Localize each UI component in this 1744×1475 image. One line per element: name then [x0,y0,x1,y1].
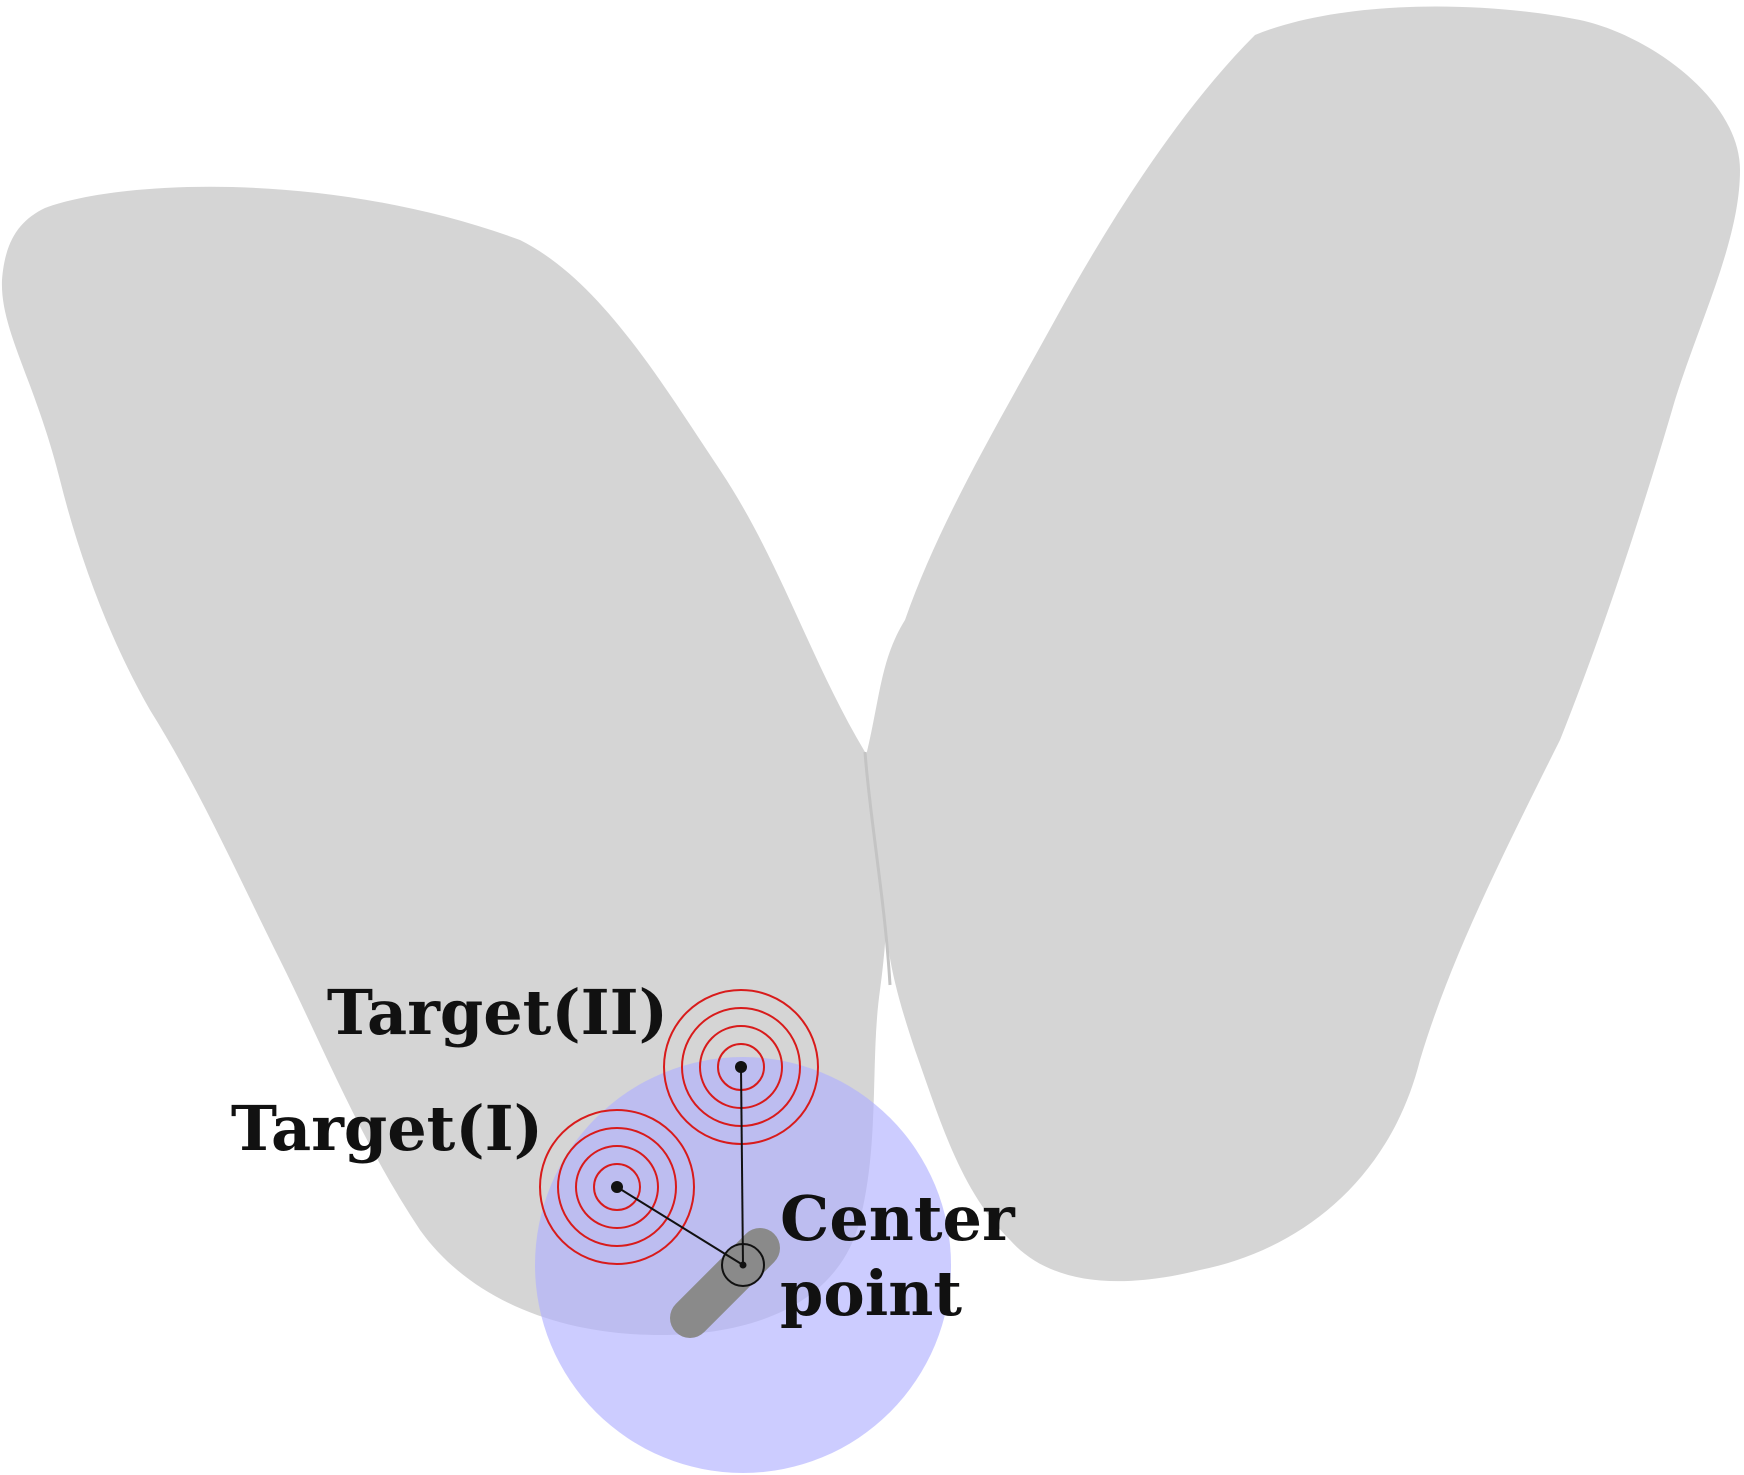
center-point-label-line1: Center [780,1182,1016,1255]
target-i-dot [611,1181,623,1193]
center-point-circle [721,1243,765,1287]
electrode-lead [670,1228,780,1338]
center-point-label-line2: point [780,1257,962,1330]
line-target-ii-to-center [740,1066,744,1266]
target-ii-label: Target(II) [327,976,668,1049]
target-i-rings [539,1109,695,1265]
line-target-i-to-center [616,1186,744,1266]
lobe-seam-line [863,751,892,986]
target-ii-dot [735,1061,747,1073]
target-i-label: Target(I) [231,1092,543,1165]
center-point-dot [739,1261,747,1269]
right-lobe-shape [865,6,1740,1282]
